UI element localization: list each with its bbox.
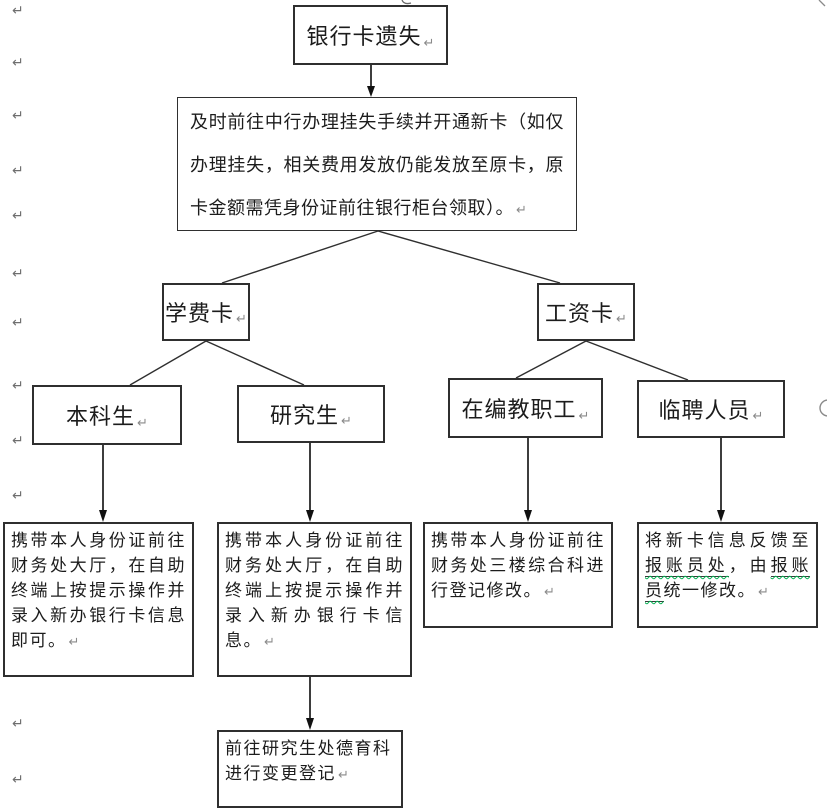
branch-line — [585, 340, 689, 381]
box-label: 工资卡 — [545, 301, 615, 326]
arrowhead-icon — [367, 86, 375, 97]
paragraph-mark-icon: ↵ — [12, 314, 24, 330]
paragraph-mark-icon: ↵ — [516, 202, 527, 217]
flowchart-box-bankcard-lost[interactable]: 银行卡遗失↵ — [293, 5, 448, 65]
paragraph-mark-icon: ↵ — [341, 413, 352, 428]
paragraph-mark-icon: ↵ — [338, 767, 349, 782]
flowchart-box-graduate-action[interactable]: 携带本人身份证前往财务处大厅，在自助终端上按提示操作并录入新办银行卡信息。↵ — [217, 522, 412, 677]
paragraph-mark-icon: ↵ — [264, 634, 275, 649]
flowchart-box-undergraduate[interactable]: 本科生↵ — [32, 385, 182, 445]
arrowhead-icon — [306, 510, 314, 522]
box-label: 学费卡 — [165, 301, 235, 326]
flowchart-box-graduate[interactable]: 研究生↵ — [237, 385, 385, 443]
branch-line — [205, 340, 305, 386]
paragraph-mark-icon: ↵ — [137, 415, 148, 430]
action-text-part: 统一修改。 — [663, 581, 756, 600]
action-text: 携带本人身份证前往财务处大厅，在自助终端上按提示操作并录入新办银行卡信息即可。 — [11, 531, 186, 650]
action-text: 携带本人身份证前往财务处大厅，在自助终端上按提示操作并录入新办银行卡信息。 — [225, 531, 404, 650]
flowchart-box-temporary-staff[interactable]: 临聘人员↵ — [637, 380, 785, 438]
box-label: 临聘人员 — [658, 398, 751, 423]
paragraph-mark-icon: ↵ — [68, 634, 80, 649]
anchor-circle-icon — [819, 399, 827, 417]
paragraph-mark-icon: ↵ — [236, 311, 247, 326]
flowchart-box-temporary-staff-action[interactable]: 将新卡信息反馈至报账员处，由报账员统一修改。↵ — [637, 522, 818, 628]
flowchart-box-regular-staff[interactable]: 在编教职工↵ — [448, 378, 603, 438]
arrowhead-icon — [524, 510, 532, 522]
flowchart-box-salary-card[interactable]: 工资卡↵ — [537, 283, 635, 341]
branch-line — [515, 340, 587, 379]
box-label: 在编教职工 — [461, 397, 577, 422]
action-text-part: ，由 — [728, 556, 771, 575]
action-text-part: 将新卡信息反馈至 — [645, 531, 810, 550]
paragraph-mark-icon: ↵ — [616, 311, 627, 326]
clipped-text-fragment — [818, 0, 826, 7]
box-label: 研究生 — [270, 403, 340, 428]
paragraph-mark-icon: ↵ — [12, 2, 24, 18]
grammar-flagged-text: 报账员处 — [645, 556, 729, 577]
action-text: 携带本人身份证前往财务处三楼综合科进行登记修改。 — [431, 531, 605, 600]
paragraph-mark-icon: ↵ — [12, 207, 24, 223]
paragraph-mark-icon: ↵ — [544, 584, 555, 599]
box-label: 银行卡遗失 — [306, 24, 422, 49]
grammar-flagged-text: 报账员 — [645, 556, 811, 602]
box-label: 本科生 — [66, 404, 136, 429]
flowchart-box-graduate-followup[interactable]: 前往研究生处德育科进行变更登记↵ — [217, 730, 403, 808]
arrowhead-icon — [306, 718, 314, 730]
flowchart-box-undergraduate-action[interactable]: 携带本人身份证前往财务处大厅，在自助终端上按提示操作并录入新办银行卡信息即可。↵ — [3, 522, 194, 677]
action-text: 前往研究生处德育科进行变更登记 — [225, 739, 392, 783]
paragraph-mark-icon: ↵ — [12, 107, 24, 123]
branch-line — [377, 230, 561, 284]
arrowhead-icon — [717, 510, 725, 522]
flowchart-box-regular-staff-action[interactable]: 携带本人身份证前往财务处三楼综合科进行登记修改。↵ — [423, 522, 613, 628]
paragraph-mark-icon: ↵ — [752, 408, 764, 423]
paragraph-mark-icon: ↵ — [12, 265, 24, 281]
paragraph-mark-icon: ↵ — [758, 584, 769, 599]
paragraph-mark-icon: ↵ — [423, 35, 435, 50]
paragraph-mark-icon: ↵ — [12, 162, 24, 178]
paragraph-mark-icon: ↵ — [12, 54, 24, 70]
paragraph-mark-icon: ↵ — [12, 487, 24, 503]
branch-line — [129, 340, 207, 386]
paragraph-mark-icon: ↵ — [12, 377, 24, 393]
arrowhead-icon — [99, 510, 107, 522]
flowchart-box-instruction[interactable]: 及时前往中行办理挂失手续并开通新卡（如仅办理挂失，相关费用发放仍能发放至原卡，原… — [177, 97, 577, 231]
flowchart-box-tuition-card[interactable]: 学费卡↵ — [162, 283, 250, 341]
paragraph-mark-icon: ↵ — [12, 715, 24, 731]
paragraph-mark-icon: ↵ — [12, 771, 24, 787]
paragraph-mark-icon: ↵ — [12, 432, 24, 448]
clipped-text-fragment — [401, 0, 412, 5]
instruction-text: 及时前往中行办理挂失手续并开通新卡（如仅办理挂失，相关费用发放仍能发放至原卡，原… — [190, 112, 564, 218]
paragraph-mark-icon: ↵ — [578, 408, 590, 423]
branch-line — [221, 230, 379, 284]
